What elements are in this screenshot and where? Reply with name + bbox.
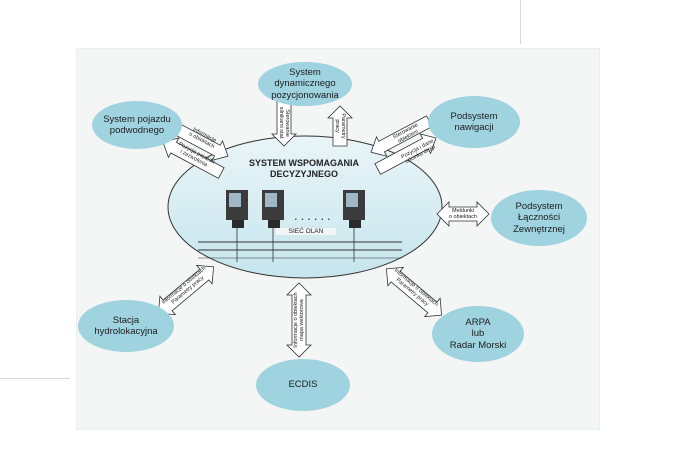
arrow-ecdis-bidirectional: [286, 282, 312, 358]
arrow-arpa-bidirectional: [385, 266, 443, 318]
arrow-label-dp-params: Parametry pracy: [334, 113, 347, 139]
arrow-dp-down: [271, 99, 297, 147]
node-external-comms: Podsystem Łączności Zewnętrznej: [491, 190, 587, 246]
scan-border-line: [0, 378, 70, 379]
central-system-title: SYSTEM WSPOMAGANIA DECYZYJNEGO: [248, 158, 359, 180]
node-dynamic-positioning: System dynamicznego pozycjonowania: [258, 62, 352, 106]
workstation-icon: [226, 190, 248, 228]
workstation-ellipsis: ......: [294, 208, 334, 223]
scan-border-line: [520, 0, 521, 44]
node-arpa-radar: ARPA lub Radar Morski: [432, 306, 524, 362]
node-underwater-vehicle: System pojazdu podwodnego: [92, 101, 182, 149]
arrow-navigation-in: [370, 115, 433, 157]
arrow-label-dp-control: Sterowanie silnikami stał.: [278, 106, 291, 140]
workstation-icon: [343, 190, 365, 228]
node-sonar-station: Stacja hydrolokacyjna: [78, 300, 174, 352]
arrow-comms-bidirectional: [436, 201, 490, 227]
arrow-label-ecdis: Informacje o obiektach mapa wektorowa: [292, 292, 305, 348]
arrow-navigation-out: [374, 133, 437, 175]
node-navigation: Podsystem nawigacji: [428, 96, 520, 148]
workstation-icon: [262, 190, 284, 228]
arrow-label-comms-reports: Meldunki o obiektach: [448, 208, 478, 221]
network-label: SIEĆ OLAN: [276, 228, 336, 235]
arrow-underwater-out: [162, 137, 225, 179]
node-ecdis: ECDIS: [256, 359, 350, 411]
arrow-sonar-bidirectional: [157, 264, 215, 316]
arrow-dp-up: [327, 105, 353, 147]
